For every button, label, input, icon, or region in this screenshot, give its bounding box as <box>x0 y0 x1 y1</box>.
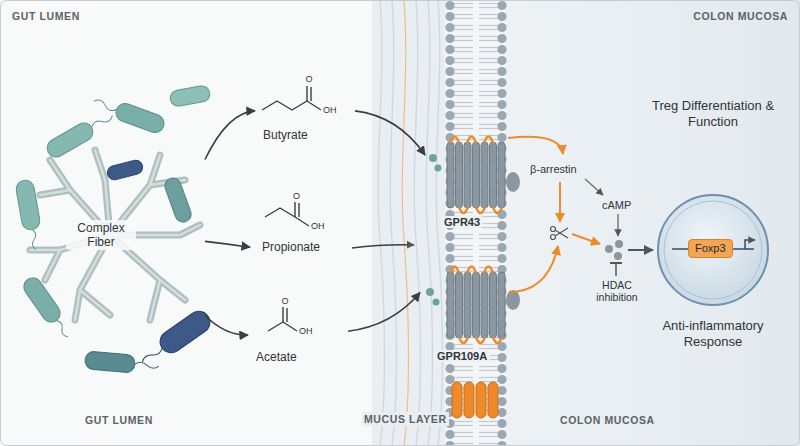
node-label: Foxp3 <box>695 242 726 255</box>
node-label: Butyrate <box>263 128 308 142</box>
region-label: GUT LUMEN <box>85 414 153 426</box>
gene-box: Foxp3 <box>688 239 733 258</box>
node-label: Anti-inflammatory Response <box>646 318 780 350</box>
receptor: GPR43 <box>425 130 515 230</box>
atom-label: OH <box>311 221 325 232</box>
flow-arrow <box>205 241 250 247</box>
node-label: GPR43 <box>441 216 483 228</box>
node-label: Propionate <box>262 240 320 254</box>
flow-arrow <box>205 111 255 160</box>
region-label: COLON MUCOSA <box>560 414 655 426</box>
signal-label: cAMP <box>602 199 631 212</box>
node-label: Complex Fiber <box>66 220 136 250</box>
flow-arrow <box>348 293 420 332</box>
atom-label: O <box>282 296 289 307</box>
butyrate-molecule: Butyrate <box>255 68 355 146</box>
fiber-cluster: Complex Fiber <box>20 140 205 335</box>
receptor: GPR109A <box>420 262 515 364</box>
node-label: GPR109A <box>434 350 490 362</box>
node-label: Acetate <box>256 350 297 364</box>
flow-arrow <box>205 316 248 336</box>
signal-label: HDAC inhibition <box>588 279 646 303</box>
region-label: COLON MUCOSA <box>693 10 788 22</box>
region-label: MUCUS LAYER <box>362 412 449 426</box>
region-label: GUT LUMEN <box>12 10 80 22</box>
flow-arrow <box>355 111 425 155</box>
treg-cell: Treg Differentiation & FunctionAnti-infl… <box>636 96 790 354</box>
signal-label: β-arrestin <box>530 163 577 176</box>
acetate-molecule: Acetate <box>248 298 348 372</box>
node-label: Treg Differentiation & Function <box>646 98 780 130</box>
atom-label: OH <box>323 105 337 116</box>
atom-label: OH <box>299 326 313 337</box>
atom-label: O <box>306 74 313 85</box>
atom-label: O <box>293 191 300 202</box>
